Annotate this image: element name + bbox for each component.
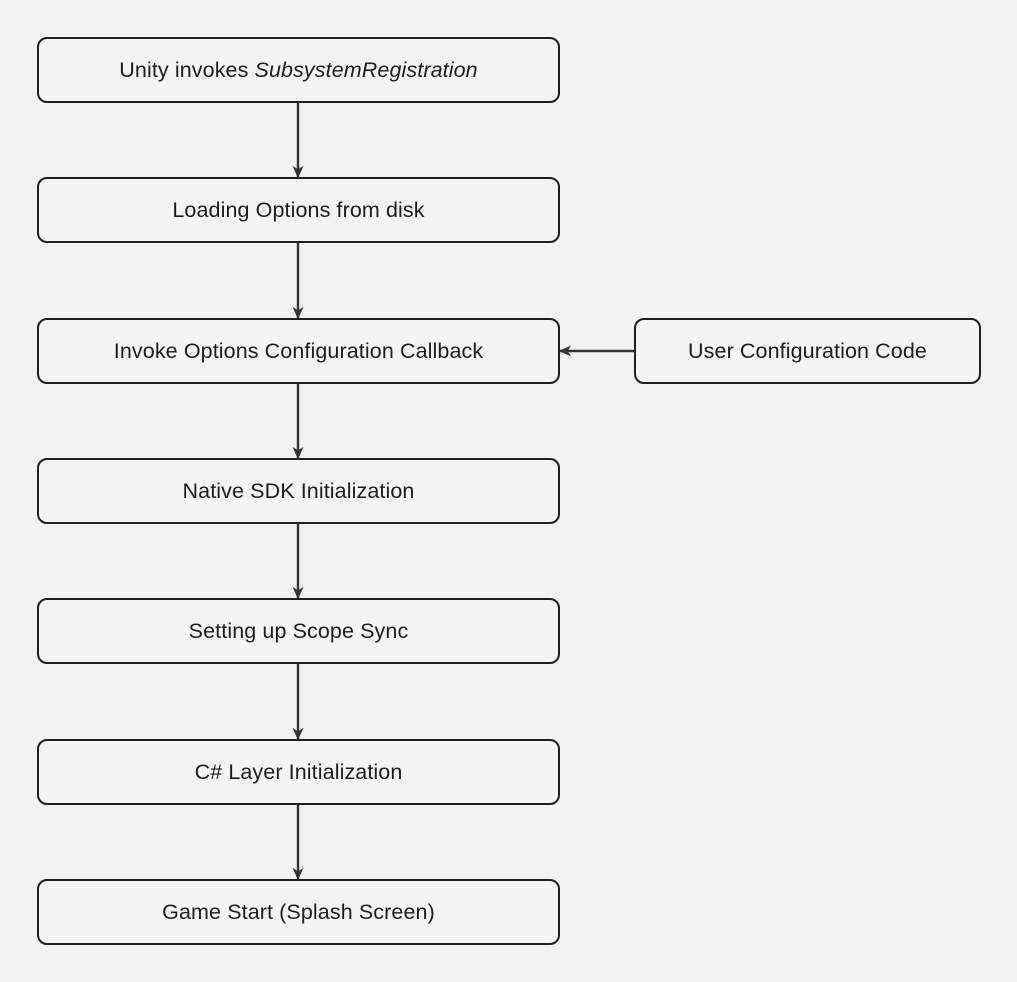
flow-node-invoke-options-configuration-callback[interactable]: Invoke Options Configuration Callback — [37, 318, 560, 384]
flow-node-label: Loading Options from disk — [172, 197, 424, 224]
flow-node-label: Invoke Options Configuration Callback — [114, 338, 483, 365]
flow-node-label: User Configuration Code — [688, 338, 927, 365]
label-text: Invoke Options Configuration Callback — [113, 338, 484, 363]
flow-node-user-configuration-code[interactable]: User Configuration Code — [634, 318, 981, 384]
label-text: User Configuration Code — [688, 338, 927, 363]
label-text: Native SDK Initialization — [182, 478, 415, 503]
flow-node-label: Unity invokes SubsystemRegistration — [119, 57, 477, 84]
flow-node-label: Setting up Scope Sync — [189, 618, 409, 645]
label-text: Game Start (Splash Screen) — [162, 899, 435, 924]
label-text: Unity invokes — [119, 57, 255, 82]
flow-node-unity-invokes-subsystem-registration[interactable]: Unity invokes SubsystemRegistration — [37, 37, 560, 103]
flow-node-native-sdk-initialization[interactable]: Native SDK Initialization — [37, 458, 560, 524]
flow-node-label: Native SDK Initialization — [183, 478, 415, 505]
label-text: Setting up Scope Sync — [188, 618, 409, 643]
flow-node-loading-options-from-disk[interactable]: Loading Options from disk — [37, 177, 560, 243]
label-text: C# Layer Initialization — [194, 759, 403, 784]
flow-node-setting-up-scope-sync[interactable]: Setting up Scope Sync — [37, 598, 560, 664]
flow-node-game-start-splash-screen[interactable]: Game Start (Splash Screen) — [37, 879, 560, 945]
flow-node-label: Game Start (Splash Screen) — [162, 899, 435, 926]
label-text: Loading Options from disk — [172, 197, 425, 222]
label-text-emphasis: SubsystemRegistration — [254, 57, 478, 82]
flow-node-label: C# Layer Initialization — [195, 759, 403, 786]
flow-node-csharp-layer-initialization[interactable]: C# Layer Initialization — [37, 739, 560, 805]
